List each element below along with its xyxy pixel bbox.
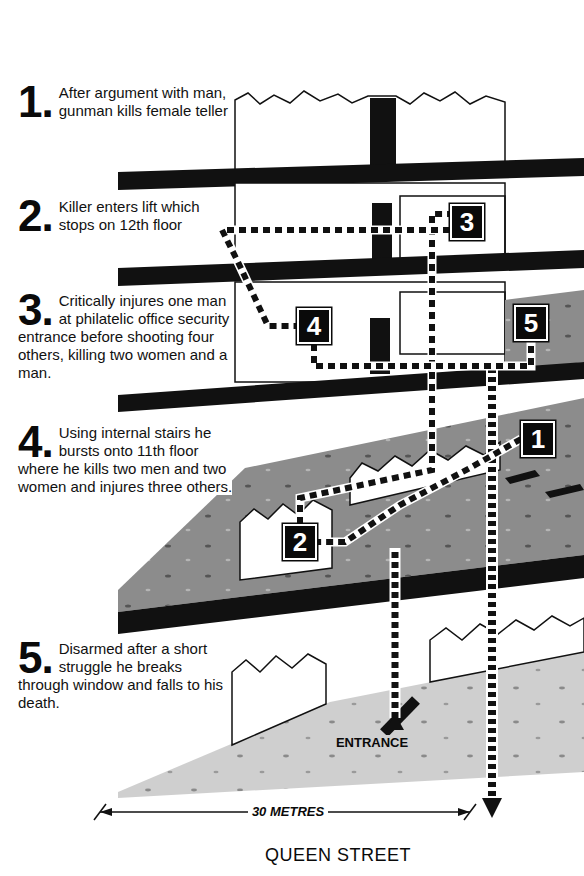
connector-casing — [314, 341, 531, 366]
bank-counter — [505, 470, 540, 484]
step-number: 2. — [18, 198, 53, 234]
caption-block: 4.Using internal stairs he bursts onto 1… — [18, 424, 234, 496]
wall-column — [370, 98, 396, 166]
caption-block: 2.Killer enters lift which stops on 12th… — [18, 198, 234, 234]
route-connector — [222, 230, 450, 326]
entrance-label: ENTRANCE — [334, 735, 410, 751]
callout-number: 5 — [524, 309, 538, 337]
entry-path — [392, 548, 399, 718]
broken-wall — [232, 654, 326, 745]
callout-box: 5 — [514, 305, 548, 341]
dimension-tick — [94, 804, 106, 820]
street-plane — [118, 652, 584, 798]
connector-line — [222, 230, 450, 326]
step-number: 3. — [18, 292, 53, 328]
callout-number: 2 — [293, 528, 307, 556]
caption-block: 5.Disarmed after a short struggle he bre… — [18, 640, 234, 712]
fall-path — [488, 368, 496, 800]
connector-casing — [222, 230, 450, 326]
entry-path-casing — [390, 548, 401, 718]
callout-box: 2 — [283, 524, 317, 560]
broken-wall — [430, 616, 584, 682]
step-caption: After argument with man, gunman kills fe… — [59, 84, 228, 119]
step-number: 1. — [18, 84, 53, 120]
caption-block: 3.Critically injures one man at philatel… — [18, 292, 234, 382]
route-connector — [314, 341, 531, 366]
connector-line — [314, 341, 531, 366]
callout-box: 3 — [450, 204, 484, 240]
broken-wall — [235, 91, 505, 170]
dimension-label: 30 METRES — [248, 804, 328, 820]
callout-number: 1 — [531, 425, 545, 453]
fall-arrowhead — [482, 798, 502, 818]
partition — [400, 292, 505, 354]
callout-number: 4 — [307, 312, 321, 340]
callout-box: 4 — [297, 308, 331, 344]
step-number: 5. — [18, 640, 53, 676]
entry-arrowhead — [386, 714, 404, 730]
step-number: 4. — [18, 424, 53, 460]
step-caption: Killer enters lift which stops on 12th f… — [59, 198, 200, 233]
callout-number: 3 — [460, 208, 474, 236]
dimension-tick — [464, 804, 476, 820]
floor-plane — [505, 290, 584, 372]
caption-block: 1.After argument with man, gunman kills … — [18, 84, 234, 120]
bank-counter — [545, 484, 584, 498]
street-name: QUEEN STREET — [265, 844, 411, 866]
floor-slab — [118, 250, 584, 286]
callout-box: 1 — [521, 421, 555, 457]
fall-path-casing — [486, 368, 498, 800]
